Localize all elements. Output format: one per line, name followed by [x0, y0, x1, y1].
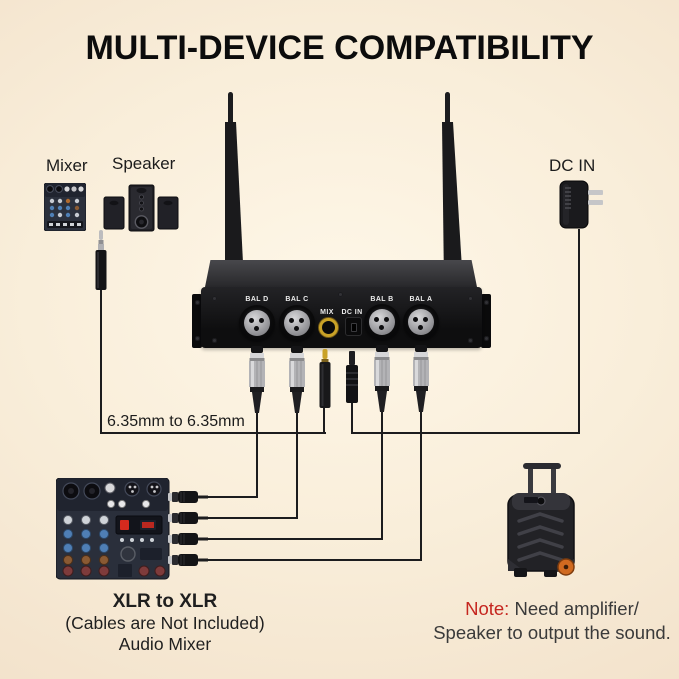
caption-cables-not-included: (Cables are Not Included) — [65, 613, 265, 633]
jack-plug-6-35mm-icon — [95, 230, 107, 290]
xlr-cable-connector-icon — [374, 345, 390, 412]
cable-dc-adapter — [578, 229, 580, 434]
xlr-male-plug-icon — [168, 512, 208, 524]
note-line1: Need amplifier/ — [509, 598, 639, 619]
cable-mix-plug — [323, 407, 325, 434]
port-label-bal-c: BAL C — [285, 296, 309, 303]
speaker-label: Speaker — [112, 154, 176, 173]
cable-bal-b-horizontal — [200, 538, 383, 540]
xlr-port-bal-c — [279, 305, 315, 341]
pa-speaker-icon — [507, 463, 575, 577]
xlr-port-bal-a — [403, 304, 439, 340]
mix-jack-port — [319, 318, 338, 337]
port-label-bal-b: BAL B — [370, 296, 394, 303]
receiver-top-face — [205, 260, 477, 287]
xlr-cable-connector-icon — [413, 345, 429, 412]
port-label-bal-a: BAL A — [409, 296, 433, 303]
port-label-bal-d: BAL D — [245, 296, 269, 303]
port-label-mix: MIX — [320, 309, 334, 316]
note-line2: Speaker to output the sound. — [433, 621, 671, 643]
page-title: MULTI-DEVICE COMPATIBILITY — [85, 29, 594, 67]
cable-bal-a-horizontal — [200, 559, 422, 561]
caption-audio-mixer: Audio Mixer — [118, 634, 212, 654]
cable-dc-horizontal — [351, 432, 580, 434]
xlr-cable-connector-icon — [249, 346, 265, 413]
cable-bal-a-vertical — [420, 410, 422, 561]
dc-plug-icon — [346, 351, 358, 403]
jack-plug-mix-icon — [319, 349, 331, 408]
cable-dc-plug — [351, 401, 353, 434]
xlr-male-plug-icon — [168, 491, 208, 503]
note-label: Note: — [465, 598, 510, 619]
power-adapter-icon — [559, 180, 603, 229]
mixer-icon — [44, 183, 86, 231]
cable-bal-c-vertical — [296, 410, 298, 519]
cable-bal-b-vertical — [381, 410, 383, 540]
bottom-left-caption: XLR to XLR (Cables are Not Included) Aud… — [52, 591, 278, 655]
cable-spec-label: 6.35mm to 6.35mm — [107, 413, 245, 430]
cable-bal-d-vertical — [256, 410, 258, 498]
xlr-cable-connector-icon — [289, 346, 305, 413]
dc-in-port — [345, 317, 362, 336]
xlr-port-bal-d — [239, 305, 275, 341]
audio-mixer-icon — [56, 478, 170, 580]
receiver-rack-ear-right — [481, 294, 491, 348]
mixer-label: Mixer — [46, 156, 88, 175]
antennas-icon — [225, 92, 463, 303]
caption-xlr-to-xlr: XLR to XLR — [112, 591, 218, 612]
note-text: Note: Need amplifier/ Speaker to output … — [424, 597, 679, 644]
cable-6-35mm-horizontal — [100, 432, 326, 434]
cable-bal-c-horizontal — [200, 517, 298, 519]
receiver-rack-ear-left — [192, 294, 202, 348]
speaker-icon — [103, 184, 179, 232]
xlr-male-plug-icon — [168, 554, 208, 566]
xlr-male-plug-icon — [168, 533, 208, 545]
port-label-dc-in: DC IN — [341, 309, 363, 316]
cable-left-jack — [100, 290, 102, 434]
cable-bal-d-horizontal — [200, 496, 258, 498]
dc-in-label: DC IN — [549, 156, 596, 175]
xlr-port-bal-b — [364, 304, 400, 340]
